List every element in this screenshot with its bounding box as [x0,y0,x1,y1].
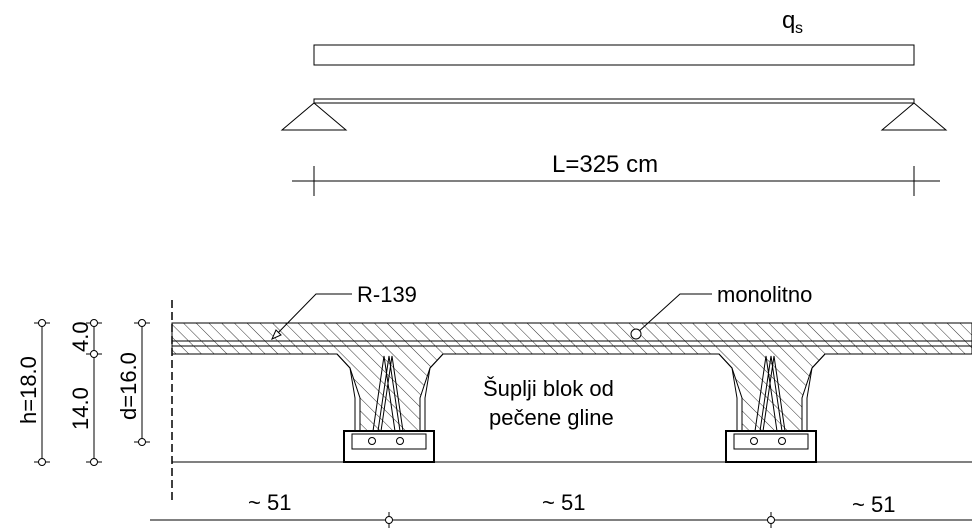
dim-bottom-label: 14.0 [68,387,93,430]
load-subscript: s [795,20,803,37]
span-label: L=325 cm [552,151,658,178]
slab-leader-dot [630,328,642,340]
dim-top-label: 4.0 [68,321,93,352]
spacing-label-2: ~ 51 [542,490,585,515]
dimension-parts: 4.0 14.0 [68,319,102,466]
load-label: q [782,7,795,34]
spacing-dimension: ~ 51 ~ 51 ~ 51 [150,490,972,528]
dim-d-label: d=16.0 [116,352,141,420]
mesh-label: R-139 [357,282,417,307]
rib-2-outline [718,353,738,433]
rib-1-outline [336,353,356,433]
dim-h-label: h=18.0 [16,356,41,424]
right-support [880,102,948,131]
dimension-d: d=16.0 [116,319,150,446]
mesh-leader-arrow [271,329,282,340]
spacing-label-1: ~ 51 [248,490,291,515]
lattice-girder-1 [371,355,405,439]
block-label-line2: pečene gline [489,405,614,430]
precast-base-1 [343,430,435,463]
precast-base-2 [725,430,817,463]
slab-label: monolitno [717,282,812,307]
block-label-line1: Šuplji blok od [483,376,614,401]
rib-2-outline-right [806,353,826,433]
lattice-girder-2 [753,355,787,439]
static-scheme: q s L=325 cm [280,7,948,196]
spacing-label-3: ~ 51 [852,492,895,517]
load-bar [313,44,915,66]
slab-leader [636,293,712,334]
left-support [280,102,348,131]
rib-1-outline-right [424,353,444,433]
mesh-leader [271,293,352,340]
dimension-h: h=18.0 [16,319,50,466]
beam [313,98,915,104]
cross-section: Šuplji blok od pečene gline R-139 monoli… [16,282,972,528]
